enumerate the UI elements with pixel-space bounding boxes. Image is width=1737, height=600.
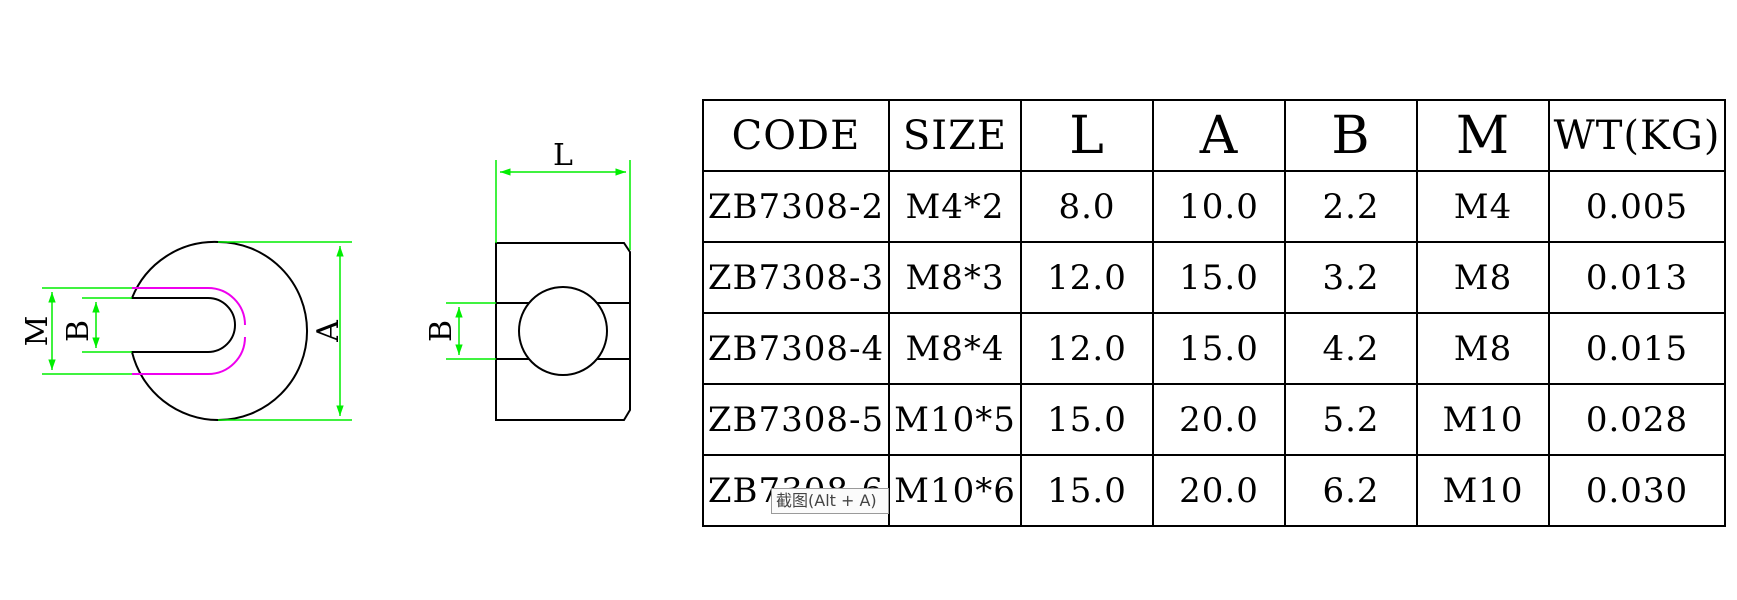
cell-m: M10: [1416, 454, 1550, 527]
cell-a: 15.0: [1152, 241, 1286, 314]
header-size: SIZE: [888, 99, 1022, 172]
header-code: CODE: [702, 99, 890, 172]
header-l: L: [1020, 99, 1154, 172]
cell-wt: 0.013: [1548, 241, 1726, 314]
side-view-hole: [518, 286, 608, 376]
cell-b: 4.2: [1284, 312, 1418, 385]
cell-code: ZB7308-3: [702, 241, 890, 314]
front-view-outline: [130, 240, 308, 422]
front-view: A M B: [20, 240, 352, 422]
header-a: A: [1152, 99, 1286, 172]
cell-size: M4*2: [888, 170, 1022, 243]
table-row: ZB7308-5 M10*5 15.0 20.0 5.2 M10 0.028: [702, 383, 1726, 456]
cell-l: 15.0: [1020, 383, 1154, 456]
table-row: ZB7308-4 M8*4 12.0 15.0 4.2 M8 0.015: [702, 312, 1726, 385]
technical-drawing: A M B L: [20, 138, 631, 422]
cell-wt: 0.015: [1548, 312, 1726, 385]
cell-size: M10*5: [888, 383, 1022, 456]
cell-a: 20.0: [1152, 383, 1286, 456]
header-b: B: [1284, 99, 1418, 172]
cell-m: M8: [1416, 312, 1550, 385]
cell-a: 10.0: [1152, 170, 1286, 243]
spec-table: CODE SIZE L A B M WT(KG) ZB7308-2 M4*2 8…: [702, 99, 1726, 527]
cell-m: M8: [1416, 241, 1550, 314]
cell-size: M10*6: [888, 454, 1022, 527]
label-l: L: [553, 138, 573, 173]
label-b-side: B: [424, 320, 459, 342]
side-view: L B: [424, 138, 631, 421]
cell-l: 8.0: [1020, 170, 1154, 243]
table-row: ZB7308-3 M8*3 12.0 15.0 3.2 M8 0.013: [702, 241, 1726, 314]
cell-b: 5.2: [1284, 383, 1418, 456]
cell-code: ZB7308-2: [702, 170, 890, 243]
screenshot-tooltip: 截图(Alt + A): [771, 488, 889, 514]
cell-a: 20.0: [1152, 454, 1286, 527]
table-row: ZB7308-2 M4*2 8.0 10.0 2.2 M4 0.005: [702, 170, 1726, 243]
dimension-a: [218, 241, 352, 421]
cell-wt: 0.005: [1548, 170, 1726, 243]
dimension-b-front: [82, 297, 132, 353]
cell-l: 12.0: [1020, 241, 1154, 314]
cell-b: 3.2: [1284, 241, 1418, 314]
label-m: M: [20, 316, 55, 347]
cell-size: M8*4: [888, 312, 1022, 385]
header-m: M: [1416, 99, 1550, 172]
dimension-b-side: [446, 302, 496, 360]
front-view-hidden-line: [132, 287, 246, 375]
cell-a: 15.0: [1152, 312, 1286, 385]
dimension-l: [495, 160, 631, 250]
cell-code: ZB7308-5: [702, 383, 890, 456]
cell-b: 2.2: [1284, 170, 1418, 243]
cell-size: M8*3: [888, 241, 1022, 314]
cell-l: 12.0: [1020, 312, 1154, 385]
cell-b: 6.2: [1284, 454, 1418, 527]
cell-wt: 0.030: [1548, 454, 1726, 527]
label-a: A: [311, 320, 346, 343]
cell-m: M4: [1416, 170, 1550, 243]
dimension-m: [42, 287, 132, 375]
cell-m: M10: [1416, 383, 1550, 456]
side-view-outline: [495, 242, 631, 421]
cell-code: ZB7308-4: [702, 312, 890, 385]
label-b-front: B: [61, 320, 96, 342]
cell-wt: 0.028: [1548, 383, 1726, 456]
header-wt: WT(KG): [1548, 99, 1726, 172]
table-header-row: CODE SIZE L A B M WT(KG): [702, 99, 1726, 172]
cell-l: 15.0: [1020, 454, 1154, 527]
